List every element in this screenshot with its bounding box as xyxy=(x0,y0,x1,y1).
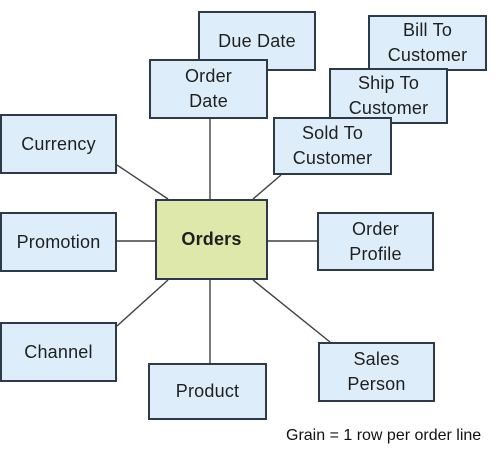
dimension-channel: Channel xyxy=(0,322,117,382)
connector-channel xyxy=(116,279,169,327)
fact-orders: Orders xyxy=(155,199,268,280)
dimension-order-date: Order Date xyxy=(149,59,268,119)
dimension-bill-to-customer: Bill To Customer xyxy=(368,15,487,71)
dimension-product: Product xyxy=(148,363,267,420)
connector-currency xyxy=(116,164,169,200)
dimension-currency: Currency xyxy=(0,114,117,174)
connector-sales-person xyxy=(252,279,331,343)
dimension-ship-to-customer: Ship To Customer xyxy=(329,68,448,124)
dimension-order-profile: Order Profile xyxy=(317,212,434,271)
connector-sold-to xyxy=(252,174,282,200)
grain-caption: Grain = 1 row per order line xyxy=(286,427,482,444)
dimension-sold-to-customer: Sold To Customer xyxy=(273,117,392,175)
dimension-promotion: Promotion xyxy=(0,212,117,272)
dimension-sales-person: Sales Person xyxy=(318,342,435,402)
